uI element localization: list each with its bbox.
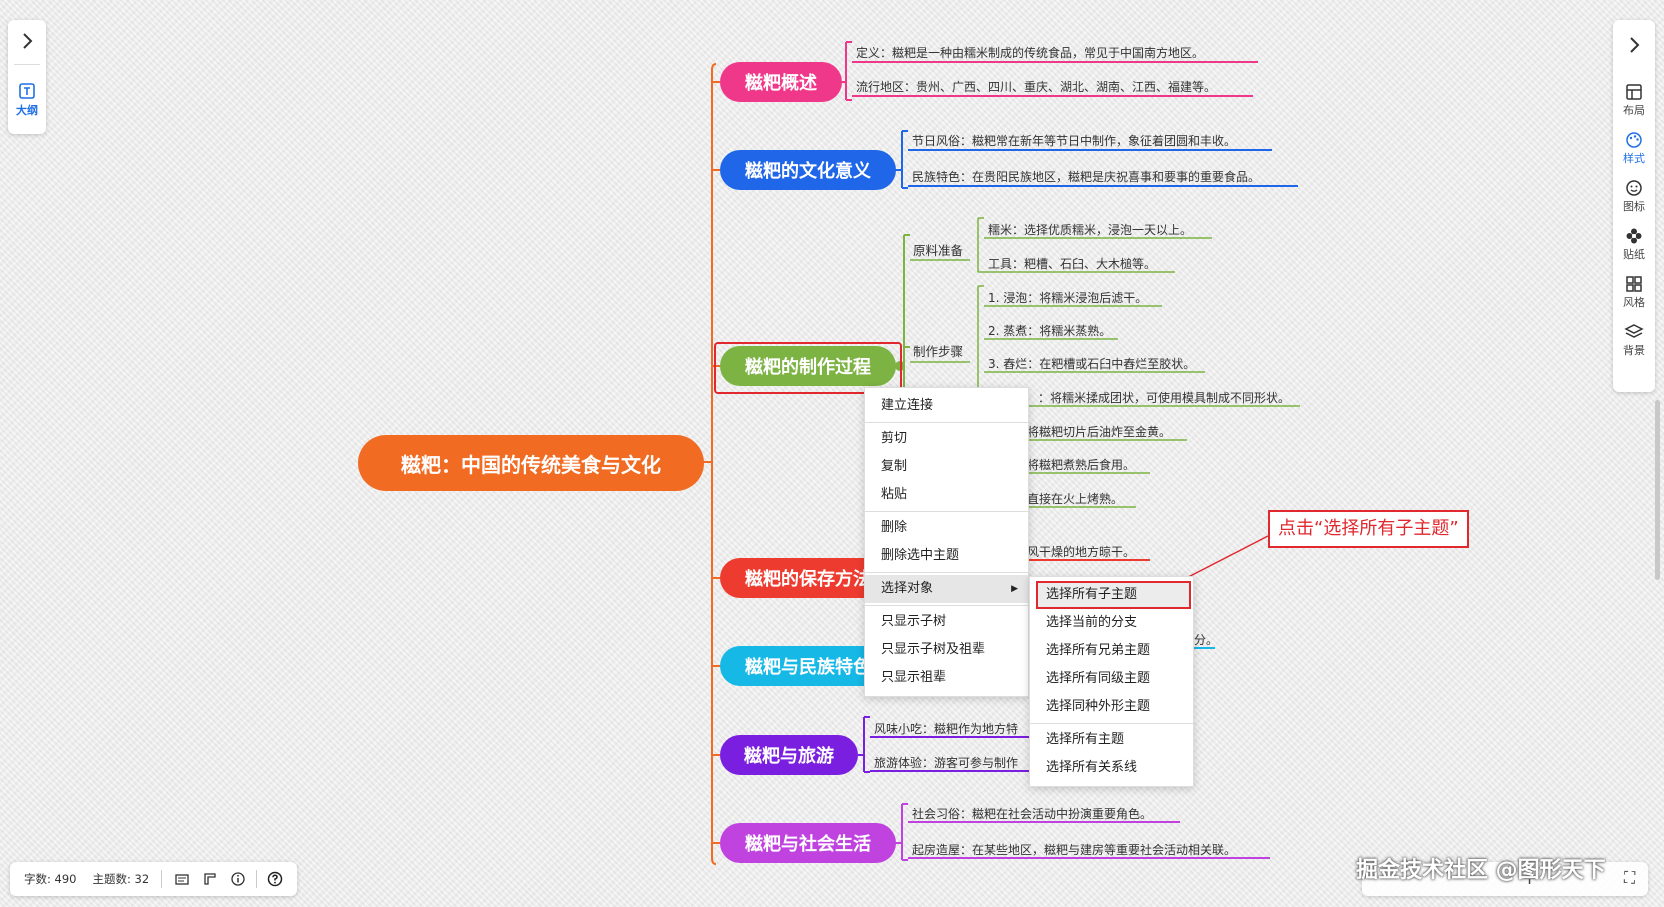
outline-label: 大纲 [16,104,38,117]
menu-item-paste[interactable]: 粘贴 [881,487,908,502]
leaf-snack[interactable]: 风味小吃：糍粑作为地方特 [874,722,1019,736]
topic-process[interactable]: 糍粑的制作过程 [720,346,896,386]
menu-item-connect[interactable]: 建立连接 [881,398,934,413]
background-tool[interactable]: 背景 [1613,322,1655,358]
leaf-step-2[interactable]: 2. 蒸煮：将糯米蒸熟。 [988,324,1112,338]
leaf-experience[interactable]: 旅游体验：游客可参与制作 [874,756,1019,770]
menu-item-delete[interactable]: 删除 [881,520,908,535]
info-icon[interactable] [230,871,246,887]
format-painter-icon[interactable] [202,871,218,887]
subtopic-raw-materials[interactable]: 原料准备 [913,243,964,258]
vertical-scrollbar[interactable] [1655,400,1660,580]
sticker-tool[interactable]: 贴纸 [1613,226,1655,262]
status-bar: 字数: 490 主题数: 32 [10,862,297,896]
word-count: 字数: 490 [24,872,77,886]
leaf-step-4[interactable]: ：将糯米揉成团状，可使用模具制成不同形状。 [1038,391,1291,405]
fullscreen-icon[interactable]: ⛶ [1624,868,1636,887]
topic-cibaoverview[interactable]: 糍粑概述 [720,62,842,102]
leaf-step-1[interactable]: 1. 浸泡：将糯米浸泡后滤干。 [988,291,1148,305]
submenu-item-select-siblings[interactable]: 选择所有兄弟主题 [1046,643,1151,658]
style-tool[interactable]: 样式 [1613,130,1655,166]
layout-icon [1626,84,1642,100]
theme-tool[interactable]: 风格 [1613,274,1655,310]
menu-item-delete-selected[interactable]: 删除选中主题 [881,548,960,563]
leaf-step-5[interactable]: 将糍粑切片后油炸至金黄。 [1027,425,1172,439]
outline-icon [19,83,35,99]
right-panel: 布局 样式 图标 贴纸 风格 背景 [1613,20,1655,392]
leaf-step-3[interactable]: 3. 舂烂：在粑槽或石臼中舂烂至胶状。 [988,357,1196,371]
chevron-right-icon [23,33,33,49]
leaf-ethnic-feature[interactable]: 民族特色：在贵阳民族地区，糍粑是庆祝喜事和要事的重要食品。 [912,170,1261,184]
expand-right-button[interactable] [1613,30,1655,60]
leaf-step-7[interactable]: 直接在火上烤熟。 [1027,492,1124,506]
smile-icon [1626,180,1642,196]
menu-item-show-subtree-ancestors[interactable]: 只显示子树及祖辈 [881,642,986,657]
topic-count: 主题数: 32 [92,872,150,886]
menu-item-select-object[interactable]: 选择对象 ▶ [865,575,1028,603]
subtopic-steps[interactable]: 制作步骤 [913,344,964,359]
left-panel: 大纲 [8,20,46,134]
leaf-custom[interactable]: 社会习俗：糍粑在社会活动中扮演重要角色。 [912,807,1153,821]
annotation-callout: 点击“选择所有子主题” [1268,510,1469,548]
topic-culture[interactable]: 糍粑的文化意义 [720,150,896,190]
leaf-house[interactable]: 起房造屋：在某些地区，糍粑与建房等重要社会活动相关联。 [912,843,1237,857]
central-topic[interactable]: 糍粑：中国的传统美食与文化 [358,435,704,491]
select-submenu: 选择所有子主题 选择当前的分支 选择所有兄弟主题 选择所有同级主题 选择同种外形… [1029,576,1194,787]
outline-button[interactable]: 大纲 [8,82,46,118]
menu-item-copy[interactable]: 复制 [881,459,908,474]
layers-icon [1624,324,1644,338]
submenu-arrow-icon: ▶ [1011,584,1018,594]
menu-item-show-ancestors[interactable]: 只显示祖辈 [881,670,947,685]
leaf-storage[interactable]: 风干燥的地方晾干。 [1027,545,1136,559]
topic-tourism[interactable]: 糍粑与旅游 [720,735,858,775]
submenu-item-select-same-level[interactable]: 选择所有同级主题 [1046,671,1151,686]
chevron-right-icon [1630,37,1640,53]
menu-item-cut[interactable]: 剪切 [881,431,908,446]
help-icon[interactable] [267,871,283,887]
layout-tool[interactable]: 布局 [1613,82,1655,118]
flower-icon [1626,228,1642,244]
leaf-festival[interactable]: 节日风俗：糍粑常在新年等节日中制作，象征着团圆和丰收。 [912,134,1237,148]
leaf-ethnic[interactable]: 分。 [1194,633,1219,647]
submenu-item-select-children[interactable]: 选择所有子主题 [1036,581,1191,609]
submenu-item-select-relations[interactable]: 选择所有关系线 [1046,760,1138,775]
zoom-controls: + ⛶ [1362,862,1648,896]
leaf-tools[interactable]: 工具：粑槽、石臼、大木槌等。 [988,257,1157,271]
menu-item-select-object-label: 选择对象 [881,581,934,596]
grid-icon [1626,276,1642,292]
context-menu: 建立连接 剪切 复制 粘贴 删除 删除选中主题 选择对象 ▶ 只显示子树 只显示… [864,387,1029,697]
minimap-icon[interactable] [174,871,190,887]
submenu-item-select-branch[interactable]: 选择当前的分支 [1046,615,1138,630]
watermark: 掘金技术社区 @图形天下 [1356,858,1606,883]
leaf-step-6[interactable]: 将糍粑煮熟后食用。 [1027,458,1136,472]
topic-social[interactable]: 糍粑与社会生活 [720,823,896,863]
selected-topic-frame [714,342,902,394]
zoom-in-icon[interactable]: + [1522,868,1538,889]
menu-item-show-subtree[interactable]: 只显示子树 [881,614,947,629]
submenu-item-select-all[interactable]: 选择所有主题 [1046,732,1125,747]
expand-left-button[interactable] [8,26,46,56]
leaf-definition[interactable]: 定义：糍粑是一种由糯米制成的传统食品，常见于中国南方地区。 [856,46,1205,60]
icon-tool[interactable]: 图标 [1613,178,1655,214]
submenu-item-select-same-shape[interactable]: 选择同种外形主题 [1046,699,1151,714]
palette-icon [1626,132,1642,148]
leaf-rice[interactable]: 糯米：选择优质糯米，浸泡一天以上。 [988,223,1193,237]
leaf-regions[interactable]: 流行地区：贵州、广西、四川、重庆、湖北、湖南、江西、福建等。 [856,80,1217,94]
